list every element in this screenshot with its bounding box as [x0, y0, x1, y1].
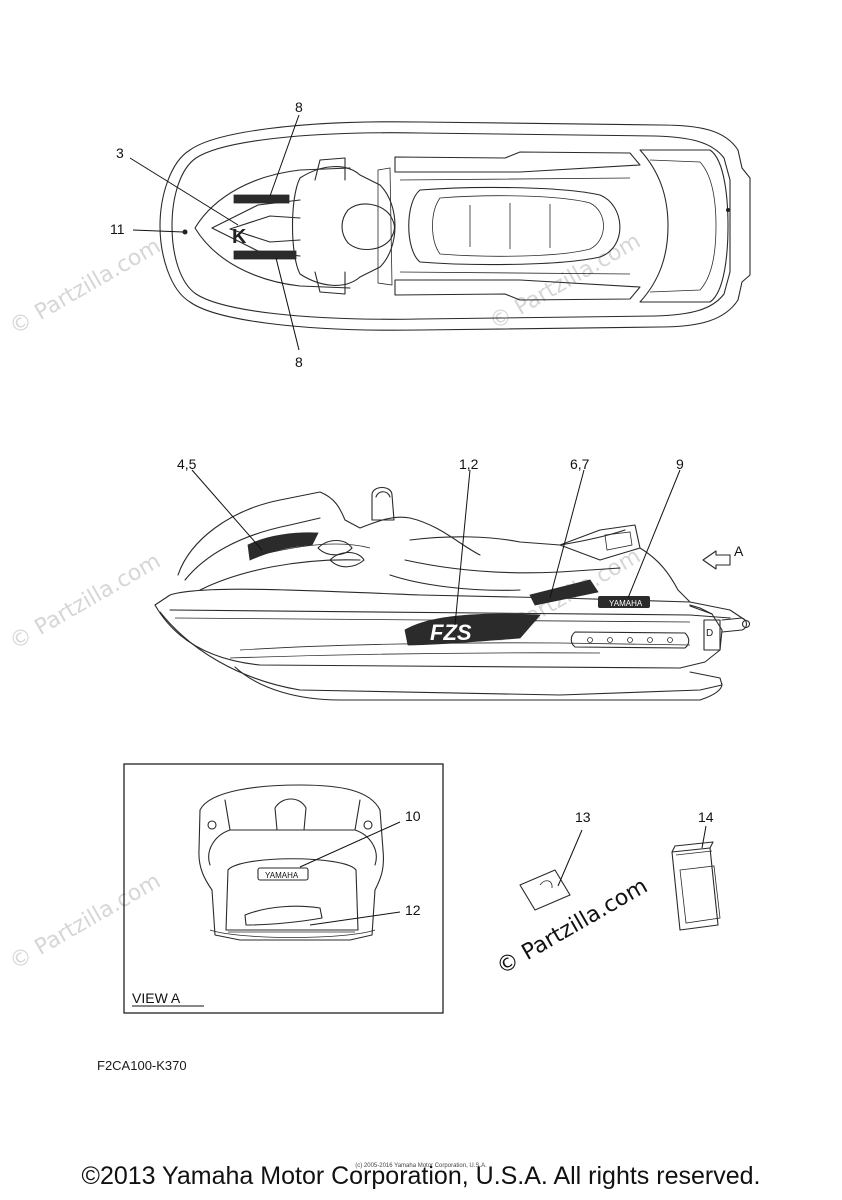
- callout-4-5: 4,5: [177, 456, 197, 472]
- watermark-top-right: © Partzilla.com: [486, 229, 646, 336]
- callout-9: 9: [676, 456, 684, 472]
- decal-10: [257, 867, 309, 881]
- watermark-top-left: © Partzilla.com: [6, 234, 166, 341]
- side-view-hull: D FZS YAMAHA: [154, 486, 751, 701]
- view-a-label: VIEW A: [132, 990, 181, 1006]
- decal-12: [244, 905, 323, 926]
- diagram-code: F2CA100-K370: [97, 1058, 187, 1073]
- decal-10-text: YAMAHA: [265, 871, 299, 880]
- callout-10: 10: [405, 808, 421, 824]
- callout-arrow-a: A: [734, 543, 744, 559]
- side-view-callouts: 4,5 1,2 6,7 9 A: [177, 456, 744, 626]
- watermark-mid-left: © Partzilla.com: [6, 549, 166, 656]
- decal-6-7: [529, 579, 599, 606]
- callout-13: 13: [575, 809, 591, 825]
- callout-8-top: 8: [295, 99, 303, 115]
- callout-1-2: 1,2: [459, 456, 479, 472]
- decal-fzs-logo: FZS: [430, 620, 472, 645]
- callout-12: 12: [405, 902, 421, 918]
- top-view-callouts: 8 3 11 8: [110, 99, 303, 370]
- callout-3: 3: [116, 145, 124, 161]
- callout-8-bottom: 8: [295, 354, 303, 370]
- decal-4-5: [247, 532, 319, 561]
- view-a-box: [123, 763, 444, 1014]
- svg-text:D: D: [706, 628, 713, 639]
- decal-1-2: [404, 613, 541, 646]
- view-a-rear: YAMAHA: [198, 784, 384, 941]
- part-14: 14: [671, 809, 721, 931]
- decal-8-top: [233, 194, 290, 204]
- watermark-low-left: © Partzilla.com: [6, 869, 166, 976]
- copyright-notice: ©2013 Yamaha Motor Corporation, U.S.A. A…: [81, 1162, 761, 1190]
- view-a-arrow-icon: [702, 550, 731, 570]
- callout-11: 11: [110, 221, 125, 237]
- decal-8-bottom: [233, 250, 297, 260]
- decal-k-logo: K: [232, 226, 247, 248]
- watermark-dark: © Partzilla.com: [493, 874, 653, 981]
- fine-print: (c) 2005-2016 Yamaha Motor Corporation, …: [355, 1163, 487, 1169]
- decal-9: [598, 596, 650, 608]
- part-13: 13: [519, 809, 591, 911]
- top-view-hull: K: [159, 121, 751, 331]
- callout-6-7: 6,7: [570, 456, 590, 472]
- view-a-callouts: 10 12: [299, 808, 421, 926]
- callout-14: 14: [698, 809, 714, 825]
- decal-9-text: YAMAHA: [609, 599, 643, 608]
